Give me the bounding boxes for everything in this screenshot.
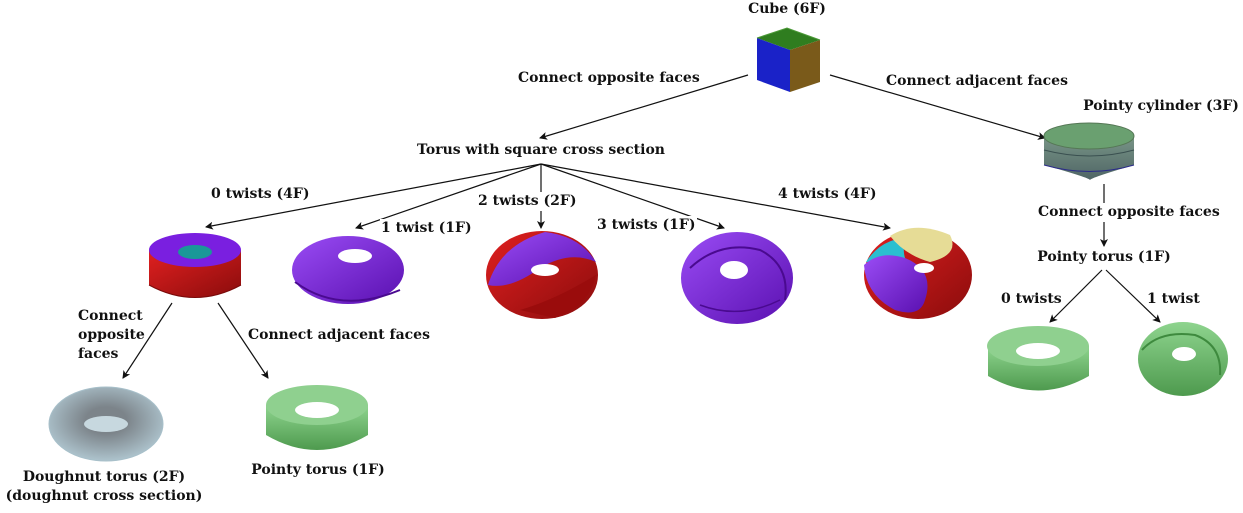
doughnut-torus-label-1: Doughnut torus (2F) xyxy=(22,469,186,485)
edge-label-t0-adjacent: Connect adjacent faces xyxy=(248,327,430,343)
pointy-cylinder-shape xyxy=(1043,122,1135,180)
edge-cube-to-cylinder xyxy=(829,74,1046,140)
pointy-torus-left-shape xyxy=(266,385,368,450)
torus-square-label: Torus with square cross section xyxy=(417,142,665,158)
pointy-torus-1-twist-shape xyxy=(1138,322,1228,396)
doughnut-torus-label-2: (doughnut cross section) xyxy=(5,488,203,504)
edge-label-3-twists: 3 twists (1F) xyxy=(596,216,697,235)
edge-label-cube-to-cylinder: Connect adjacent faces xyxy=(886,73,1068,89)
pointy-torus-right-label: Pointy torus (1F) xyxy=(1037,249,1171,265)
torus-3-twists-shape xyxy=(681,232,793,324)
pointy-torus-0-twists-shape xyxy=(987,326,1089,391)
torus-4-twists-shape xyxy=(864,227,972,319)
edge-torus-to-0twists xyxy=(205,163,542,230)
edge-cube-to-torus xyxy=(539,74,749,140)
edge-pt-to-0twists xyxy=(1049,269,1103,323)
pointy-cylinder-label: Pointy cylinder (3F) xyxy=(1083,98,1239,114)
torus-0-twists-shape xyxy=(148,233,242,298)
edge-label-0-twists: 0 twists (4F) xyxy=(211,186,310,202)
edge-pt-to-1twist xyxy=(1105,269,1161,323)
edge-label-cylinder-to-pointy-torus: Connect opposite faces xyxy=(1037,203,1221,222)
torus-2-twists-shape xyxy=(486,231,598,319)
edge-t0-to-doughnut xyxy=(122,302,173,379)
edges xyxy=(122,74,1161,379)
edge-t0-to-pointy xyxy=(217,302,269,379)
edge-torus-to-4twists xyxy=(540,163,891,231)
edge-torus-to-1twist xyxy=(355,163,542,230)
edge-label-2-twists: 2 twists (2F) xyxy=(477,192,578,211)
edge-label-pt-0-twists: 0 twists xyxy=(1001,291,1062,307)
edge-label-pt-1-twist: 1 twist xyxy=(1147,291,1200,307)
edge-label-t0-opp-2: opposite xyxy=(78,327,145,343)
edge-label-t0-opp-3: faces xyxy=(78,346,119,362)
torus-1-twist-shape xyxy=(292,236,404,304)
cube-label: Cube (6F) xyxy=(748,1,826,17)
doughnut-torus-shape xyxy=(48,386,164,462)
edge-label-t0-opp-1: Connect xyxy=(78,308,143,324)
cube-shape xyxy=(756,27,821,92)
edge-label-cube-to-torus: Connect opposite faces xyxy=(518,70,700,86)
edge-label-4-twists: 4 twists (4F) xyxy=(778,186,877,202)
pointy-torus-left-label: Pointy torus (1F) xyxy=(251,462,385,478)
edge-label-1-twist: 1 twist (1F) xyxy=(380,219,473,238)
